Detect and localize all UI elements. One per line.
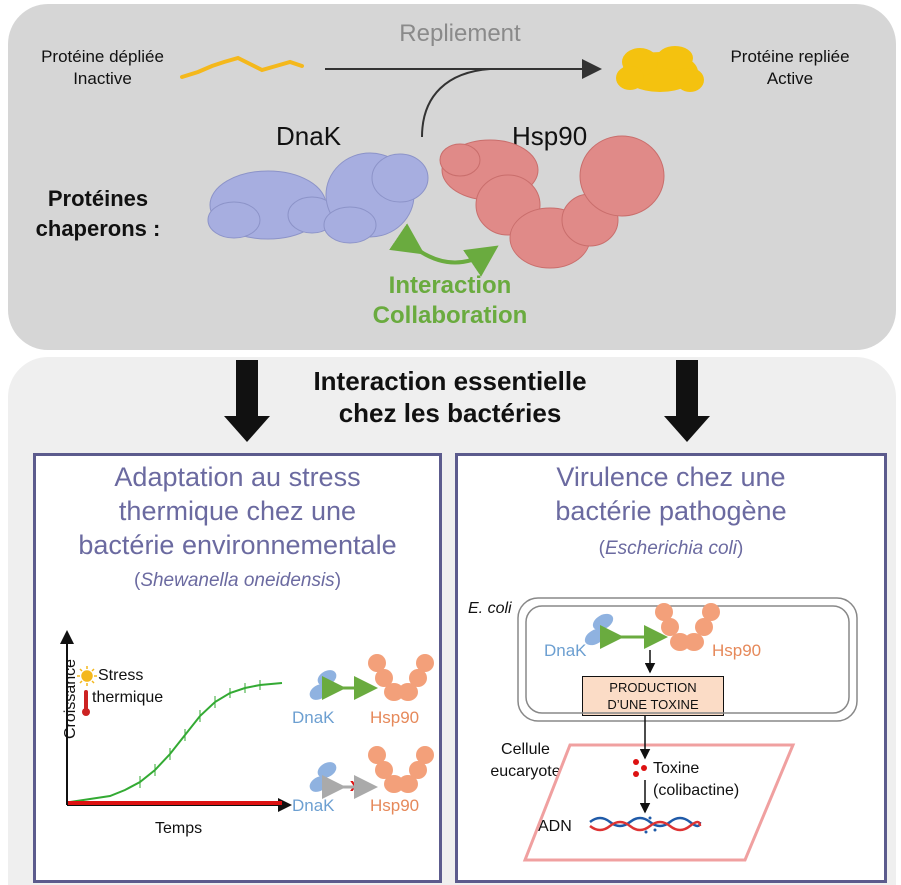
toxin-line2: (colibactine) (653, 782, 740, 799)
left-panel-title: Adaptation au stress thermique chez une … (40, 460, 435, 562)
right-hsp90-icon (655, 603, 720, 651)
right-title-line1: Virulence chez une (556, 462, 786, 492)
sun-icon (77, 666, 97, 686)
essential-interaction-line1: Interaction essentielle (313, 366, 587, 396)
chaperones-line2: chaperons : (35, 216, 161, 241)
left-panel-species: (Shewanella oneidensis) (133, 570, 342, 591)
growth-curve-green (69, 682, 283, 803)
toxin-production-box: PRODUCTION D’UNE TOXINE (582, 676, 724, 716)
toxin-dots-icon (633, 759, 647, 777)
dna-damage-dots (644, 816, 657, 834)
ecoli-label: E. coli (468, 600, 512, 617)
toxin-line1: Toxine (653, 760, 700, 777)
left-dnak-label-top: DnaK (292, 708, 335, 727)
production-line2: D’UNE TOXINE (607, 697, 699, 712)
collaboration-text: Collaboration (372, 302, 528, 329)
chaperone-branch-arrow (421, 68, 491, 138)
folded-protein-line2: Active (766, 69, 814, 88)
toxin-label: Toxine (colibactine) (653, 758, 739, 802)
stress-label-line2: thermique (92, 689, 164, 706)
left-title-line1: Adaptation au stress (114, 462, 361, 492)
unfolded-protein-icon (180, 55, 304, 79)
essential-interaction-line2: chez les bactéries (338, 398, 562, 428)
refolding-label: Repliement (399, 20, 521, 47)
right-dnak-icon (584, 613, 614, 646)
left-dnak-icon-top (309, 670, 337, 700)
thermometer-icon (82, 690, 90, 716)
right-title-line2: bactérie pathogène (555, 496, 787, 526)
stress-label-line1: Stress (98, 667, 144, 684)
left-dnak-label-bottom: DnaK (292, 796, 335, 815)
right-panel-title: Virulence chez une bactérie pathogène (462, 460, 880, 528)
eukaryotic-cell-shape (522, 743, 796, 862)
dna-helix-icon (589, 816, 702, 832)
ecoli-cell-inner (525, 605, 850, 714)
big-down-arrow-left (224, 360, 270, 442)
right-panel (455, 453, 887, 883)
left-hsp90-icon-top (368, 654, 434, 701)
hsp90-label: Hsp90 (512, 121, 588, 151)
cell-line1: Cellule (501, 741, 550, 758)
dnak-label: DnaK (276, 121, 342, 151)
growth-curve-error-bars (139, 680, 261, 788)
eukaryotic-cell-label: Cellule eucaryote (483, 739, 568, 783)
right-hsp90-label: Hsp90 (712, 641, 762, 660)
left-hsp90-label-bottom: Hsp90 (370, 796, 420, 815)
production-line1: PRODUCTION (609, 680, 697, 695)
folded-protein-line1: Protéine repliée (730, 47, 850, 66)
left-title-line2: thermique chez une (118, 496, 357, 526)
unfolded-protein-line2: Inactive (73, 69, 132, 88)
chaperones-label: Protéines chaperons : (34, 184, 162, 244)
left-hsp90-label-top: Hsp90 (370, 708, 420, 727)
time-axis-label: Temps (155, 820, 203, 837)
left-hsp90-icon-bottom (368, 746, 434, 793)
right-species-name: Escherichia coli (605, 538, 737, 559)
folded-protein-label: Protéine repliée Active (710, 46, 870, 90)
unfolded-protein-line1: Protéine dépliée (41, 47, 164, 66)
left-title-line3: bactérie environnementale (78, 530, 397, 560)
cell-line2: eucaryote (490, 763, 561, 780)
chaperones-line1: Protéines (47, 186, 149, 211)
essential-interaction-label: Interaction essentielle chez les bactéri… (250, 365, 650, 429)
ecoli-cell-outer (517, 597, 858, 722)
dna-label: ADN (538, 818, 572, 835)
big-down-arrow-right (664, 360, 710, 442)
right-panel-species: (Escherichia coli) (598, 538, 744, 559)
folded-protein-icon (616, 46, 704, 92)
interaction-double-arrow (389, 223, 499, 277)
left-species-name: Shewanella oneidensis (140, 570, 335, 591)
left-dnak-icon-bottom (309, 762, 337, 792)
dnak-protein-image (207, 152, 429, 244)
unfolded-protein-label: Protéine dépliée Inactive (20, 46, 185, 90)
hsp90-protein-image (439, 135, 665, 269)
right-dnak-label: DnaK (544, 641, 587, 660)
